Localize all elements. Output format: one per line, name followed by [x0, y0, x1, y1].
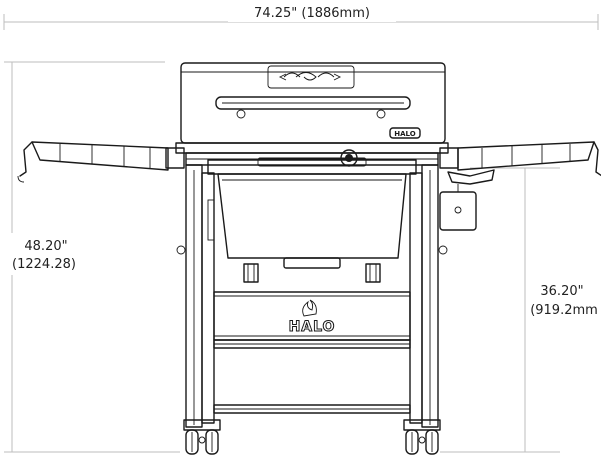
cart-height-dimension: 36.20" (919.2mm	[440, 167, 601, 453]
front-panel-logo: HALO	[289, 319, 336, 335]
total-height-dimension: 48.20" (1224.28)	[0, 61, 180, 453]
front-panel: HALO	[213, 291, 411, 341]
left-caster	[183, 419, 221, 455]
width-dimension-label: 74.25" (1886mm)	[254, 6, 370, 21]
left-side-shelf	[17, 141, 185, 183]
grill-lid: HALO	[180, 62, 446, 144]
width-dimension: 74.25" (1886mm)	[3, 4, 599, 30]
grease-bucket	[207, 149, 417, 269]
total-height-inches: 48.20"	[24, 239, 67, 254]
right-caster	[403, 419, 441, 455]
bucket-clips	[243, 263, 381, 283]
cart-height-inches: 36.20"	[540, 284, 583, 299]
total-height-mm: (1224.28)	[12, 257, 76, 272]
lid-badge-logo: HALO	[394, 130, 415, 138]
right-side-shelf	[439, 141, 601, 231]
bottom-shelf	[213, 339, 411, 414]
cook-box	[175, 142, 449, 166]
cart-height-mm: (919.2mm	[530, 303, 598, 318]
